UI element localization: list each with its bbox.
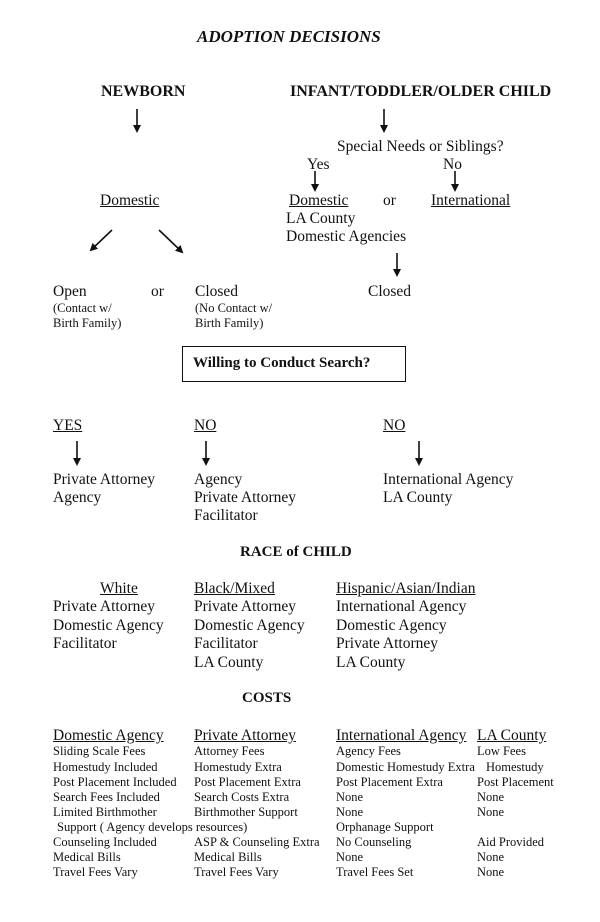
race-hispanic-head: Hispanic/Asian/Indian bbox=[336, 580, 476, 597]
costs-attorney-item: Search Costs Extra bbox=[194, 790, 290, 804]
closed-older-label: Closed bbox=[368, 283, 412, 300]
costs-la-county-item: Aid Provided bbox=[477, 835, 545, 849]
search-yes-item: Agency bbox=[53, 489, 102, 506]
or-label-open-closed: or bbox=[151, 283, 164, 300]
costs-attorney-item: Birthmother Support bbox=[194, 805, 298, 819]
open-diagonal-arrow bbox=[89, 229, 113, 252]
open-sub-1: (Contact w/ bbox=[53, 301, 112, 315]
race-hispanic-item: LA County bbox=[336, 654, 406, 671]
costs-international-item: Travel Fees Set bbox=[336, 865, 414, 879]
search-no-head-2: NO bbox=[383, 417, 406, 434]
race-white-head: White bbox=[100, 580, 138, 597]
race-white-item: Facilitator bbox=[53, 635, 117, 652]
costs-international-item: None bbox=[336, 850, 364, 864]
closed-diagonal-arrow bbox=[158, 229, 184, 254]
no-label: No bbox=[443, 156, 462, 173]
open-label: Open bbox=[53, 283, 87, 300]
search-no-intl-item: International Agency bbox=[383, 471, 514, 488]
race-heading: RACE of CHILD bbox=[240, 544, 352, 560]
international-label: International bbox=[431, 192, 511, 209]
costs-la-county-item: Low Fees bbox=[477, 744, 526, 758]
open-sub-2: Birth Family) bbox=[53, 316, 122, 330]
search-box bbox=[182, 346, 406, 382]
costs-la-county-item: Post Placement bbox=[477, 775, 554, 789]
costs-domestic-item: Post Placement Included bbox=[53, 775, 177, 789]
search-no-item: Private Attorney bbox=[194, 489, 297, 506]
search-yes-item: Private Attorney bbox=[53, 471, 156, 488]
costs-attorney-item: ASP & Counseling Extra bbox=[194, 835, 320, 849]
search-question: Willing to Conduct Search? bbox=[193, 355, 371, 371]
yes-label: Yes bbox=[307, 156, 330, 173]
costs-la-county-item: None bbox=[477, 790, 505, 804]
search-no-item: Agency bbox=[194, 471, 243, 488]
search-no-item: Facilitator bbox=[194, 507, 258, 524]
costs-la-county-item: Homestudy bbox=[486, 760, 544, 774]
race-black-item: LA County bbox=[194, 654, 264, 671]
costs-international-item: Agency Fees bbox=[336, 744, 401, 758]
costs-attorney-head: Private Attorney bbox=[194, 727, 297, 744]
costs-domestic-item: Travel Fees Vary bbox=[53, 865, 138, 879]
costs-domestic-item: Limited Birthmother bbox=[53, 805, 157, 819]
race-hispanic-item: Domestic Agency bbox=[336, 617, 447, 634]
page-title: ADOPTION DECISIONS bbox=[197, 27, 381, 46]
race-white-item: Domestic Agency bbox=[53, 617, 164, 634]
race-black-item: Domestic Agency bbox=[194, 617, 305, 634]
costs-international-item: Post Placement Extra bbox=[336, 775, 443, 789]
race-white-item: Private Attorney bbox=[53, 598, 156, 615]
race-black-item: Facilitator bbox=[194, 635, 258, 652]
costs-domestic-item: Medical Bills bbox=[53, 850, 121, 864]
search-no-intl-item: LA County bbox=[383, 489, 453, 506]
race-black-head: Black/Mixed bbox=[194, 580, 275, 597]
costs-heading: COSTS bbox=[242, 690, 292, 706]
costs-domestic-item: Counseling Included bbox=[53, 835, 157, 849]
older-child-heading: INFANT/TODDLER/OLDER CHILD bbox=[290, 83, 552, 100]
costs-domestic-head: Domestic Agency bbox=[53, 727, 164, 744]
costs-attorney-item: Travel Fees Vary bbox=[194, 865, 279, 879]
costs-international-head: International Agency bbox=[336, 727, 467, 744]
costs-la-county-item: None bbox=[477, 865, 505, 879]
costs-domestic-item: Homestudy Included bbox=[53, 760, 158, 774]
special-needs-question: Special Needs or Siblings? bbox=[337, 138, 504, 155]
costs-international-item: Domestic Homestudy Extra bbox=[336, 760, 475, 774]
closed-sub-1: (No Contact w/ bbox=[195, 301, 273, 315]
costs-la-county-item: None bbox=[477, 850, 505, 864]
costs-la-county-item: None bbox=[477, 805, 505, 819]
la-county-label: LA County bbox=[286, 210, 356, 227]
search-no-head-1: NO bbox=[194, 417, 217, 434]
or-label-top: or bbox=[383, 192, 396, 209]
costs-domestic-item: Search Fees Included bbox=[53, 790, 160, 804]
domestic-agencies-label: Domestic Agencies bbox=[286, 228, 407, 245]
costs-international-item: None bbox=[336, 790, 364, 804]
race-black-item: Private Attorney bbox=[194, 598, 297, 615]
closed-label: Closed bbox=[195, 283, 239, 300]
closed-sub-2: Birth Family) bbox=[195, 316, 264, 330]
costs-international-item: None bbox=[336, 805, 364, 819]
costs-attorney-item: Post Placement Extra bbox=[194, 775, 301, 789]
newborn-heading: NEWBORN bbox=[101, 83, 186, 100]
costs-attorney-item: Medical Bills bbox=[194, 850, 262, 864]
costs-international-item: No Counseling bbox=[336, 835, 412, 849]
race-hispanic-item: International Agency bbox=[336, 598, 467, 615]
costs-international-item: Orphanage Support bbox=[336, 820, 434, 834]
costs-attorney-item: Attorney Fees bbox=[194, 744, 265, 758]
search-yes-head: YES bbox=[53, 417, 83, 434]
domestic-newborn-label: Domestic bbox=[100, 192, 160, 209]
costs-la-county-head: LA County bbox=[477, 727, 547, 744]
domestic-older-label: Domestic bbox=[289, 192, 349, 209]
costs-domestic-item: Sliding Scale Fees bbox=[53, 744, 146, 758]
costs-attorney-item: Homestudy Extra bbox=[194, 760, 282, 774]
race-hispanic-item: Private Attorney bbox=[336, 635, 439, 652]
costs-domestic-item: Support ( Agency develops resources) bbox=[57, 820, 248, 834]
